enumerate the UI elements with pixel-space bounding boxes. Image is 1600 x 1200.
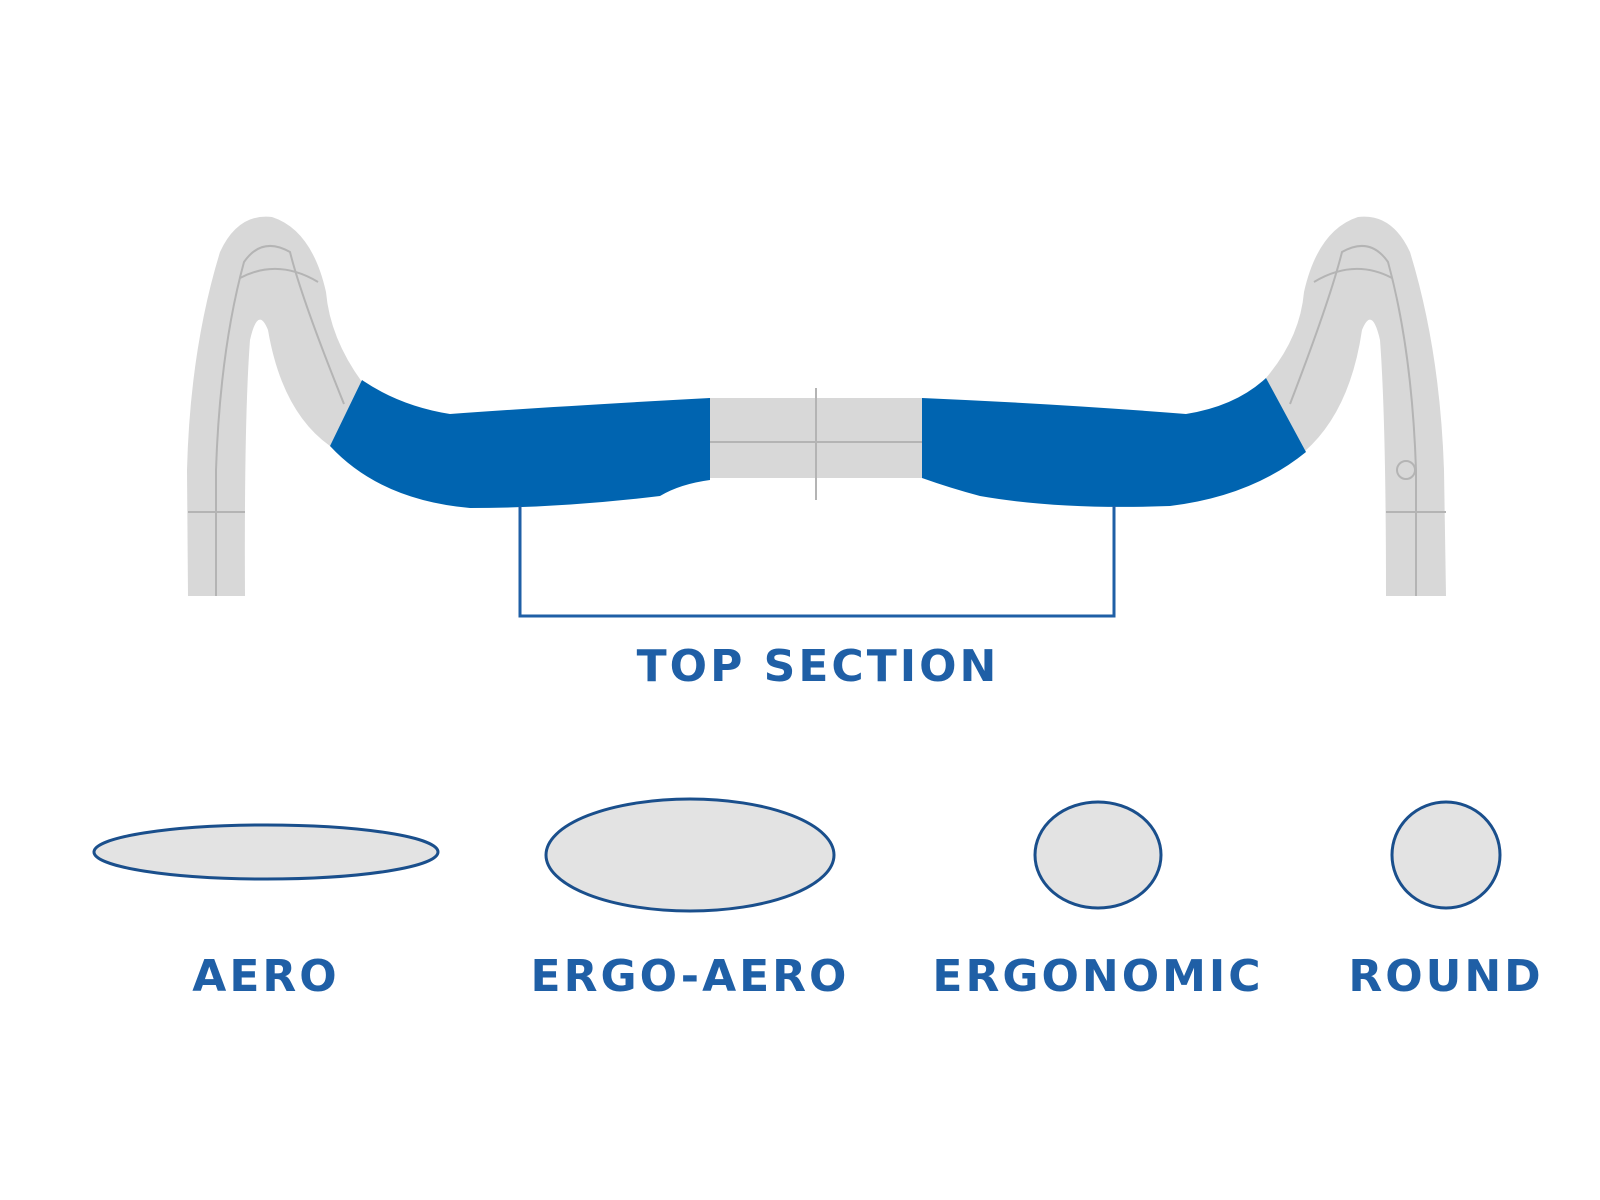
right-drop-marker	[1396, 460, 1416, 480]
top-section-label: TOP SECTION	[637, 641, 1000, 692]
profile-label-round: ROUND	[1348, 951, 1543, 1002]
right-drop-line	[1289, 244, 1417, 596]
profile-shape-ergonomic	[1033, 800, 1163, 910]
right-top-section	[922, 378, 1306, 507]
profile-shape-round	[1390, 800, 1502, 910]
profile-shape-aero	[92, 823, 440, 881]
top-section-bracket	[518, 506, 1116, 618]
profile-label-aero: AERO	[192, 951, 339, 1002]
left-drop-line	[215, 244, 345, 596]
left-drop	[187, 216, 362, 596]
right-drop	[1266, 216, 1446, 596]
profile-shape-ergo-aero	[544, 797, 836, 913]
right-drop-curve	[1313, 268, 1393, 283]
profile-label-ergo-aero: ERGO-AERO	[531, 951, 850, 1002]
profile-shapes: AERO ERGO-AERO ERGONOMIC ROUND	[92, 797, 1543, 1002]
profile-label-ergonomic: ERGONOMIC	[932, 951, 1263, 1002]
handlebar-illustration: TOP SECTION	[187, 216, 1446, 692]
left-drop-curve	[239, 268, 319, 283]
left-top-section	[330, 380, 710, 508]
